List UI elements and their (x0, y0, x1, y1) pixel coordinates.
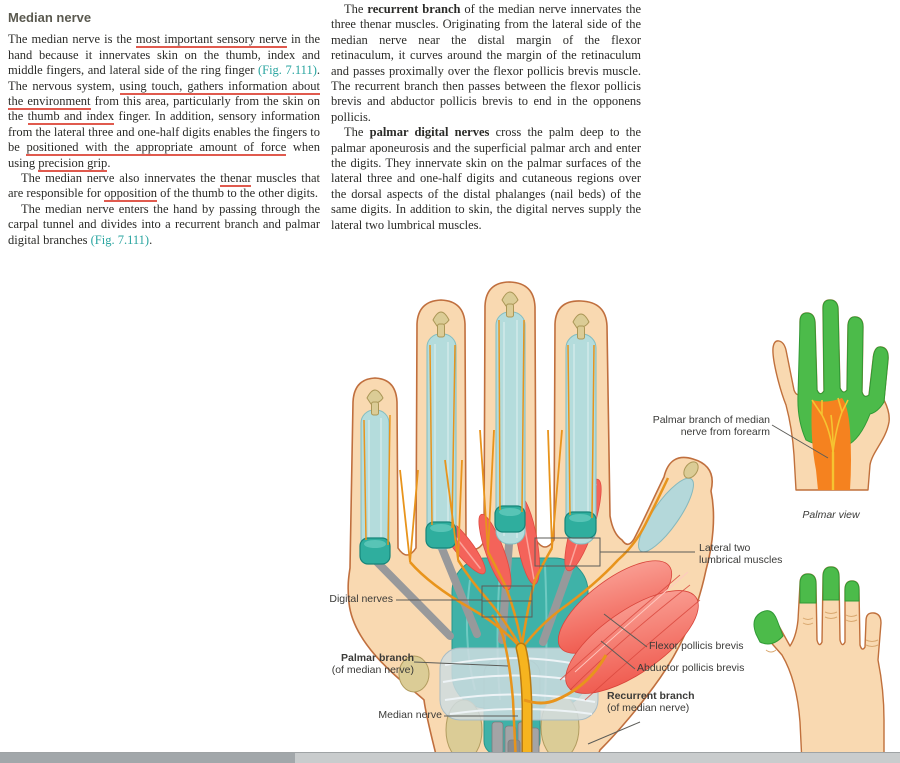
palmar-branch-nerve (491, 614, 518, 763)
median-nerve-and-branches (363, 319, 670, 763)
cut-sheath-caps (359, 505, 597, 565)
horizontal-scrollbar[interactable] (0, 752, 900, 763)
recurrent-branch-nerve (523, 654, 608, 705)
label-palmar-branch-forearm: Palmar branch of median nerve from forea… (652, 414, 770, 438)
label-median-nerve: Median nerve (378, 709, 442, 721)
paragraph: The recurrent branch of the median nerve… (331, 2, 642, 124)
right-column: The recurrent branch of the median nerve… (331, 2, 641, 233)
label-digital-nerves: Digital nerves (329, 593, 393, 605)
paragraph: The palmar digital nerves cross the palm… (331, 125, 642, 232)
palmar-digital-nerves (399, 429, 670, 649)
paragraph: The median nerve enters the hand by pass… (8, 201, 320, 247)
label-abductor-pollicis-brevis: Abductor pollicis brevis (637, 662, 745, 674)
hand-anatomy-illustration (347, 281, 890, 763)
dorsal-green-fingertips (753, 566, 860, 645)
dorsal-hand-outline (755, 566, 885, 763)
paragraph: The median nerve also innervates the the… (8, 171, 320, 203)
palmar-distribution-hand (772, 299, 890, 491)
median-nerve-trunk (517, 644, 531, 763)
label-recurrent-branch: Recurrent branch (of median nerve) (607, 690, 695, 714)
label-palmar-branch: Palmar branch (of median nerve) (331, 652, 414, 676)
callout-lines (396, 424, 829, 745)
knuckle-creases (765, 611, 879, 653)
label-lateral-two-lumbricals: Lateral two lumbrical muscles (699, 542, 783, 566)
horizontal-scrollbar-thumb[interactable] (0, 753, 295, 763)
dorsal-distribution-hand (753, 566, 885, 763)
digital-nerve-callout-box (481, 600, 533, 618)
label-palmar-view: Palmar view (802, 509, 860, 521)
distal-phalanx-bones (366, 291, 699, 479)
main-hand-dissection (347, 281, 715, 763)
label-flexor-pollicis-brevis: Flexor pollicis brevis (649, 640, 744, 652)
palmar-nerve-tree (811, 397, 849, 490)
section-heading: Median nerve (8, 10, 92, 25)
left-column: Median nerve The median nerve is the mos… (8, 10, 320, 248)
paragraph: The median nerve is the most important s… (8, 32, 320, 172)
